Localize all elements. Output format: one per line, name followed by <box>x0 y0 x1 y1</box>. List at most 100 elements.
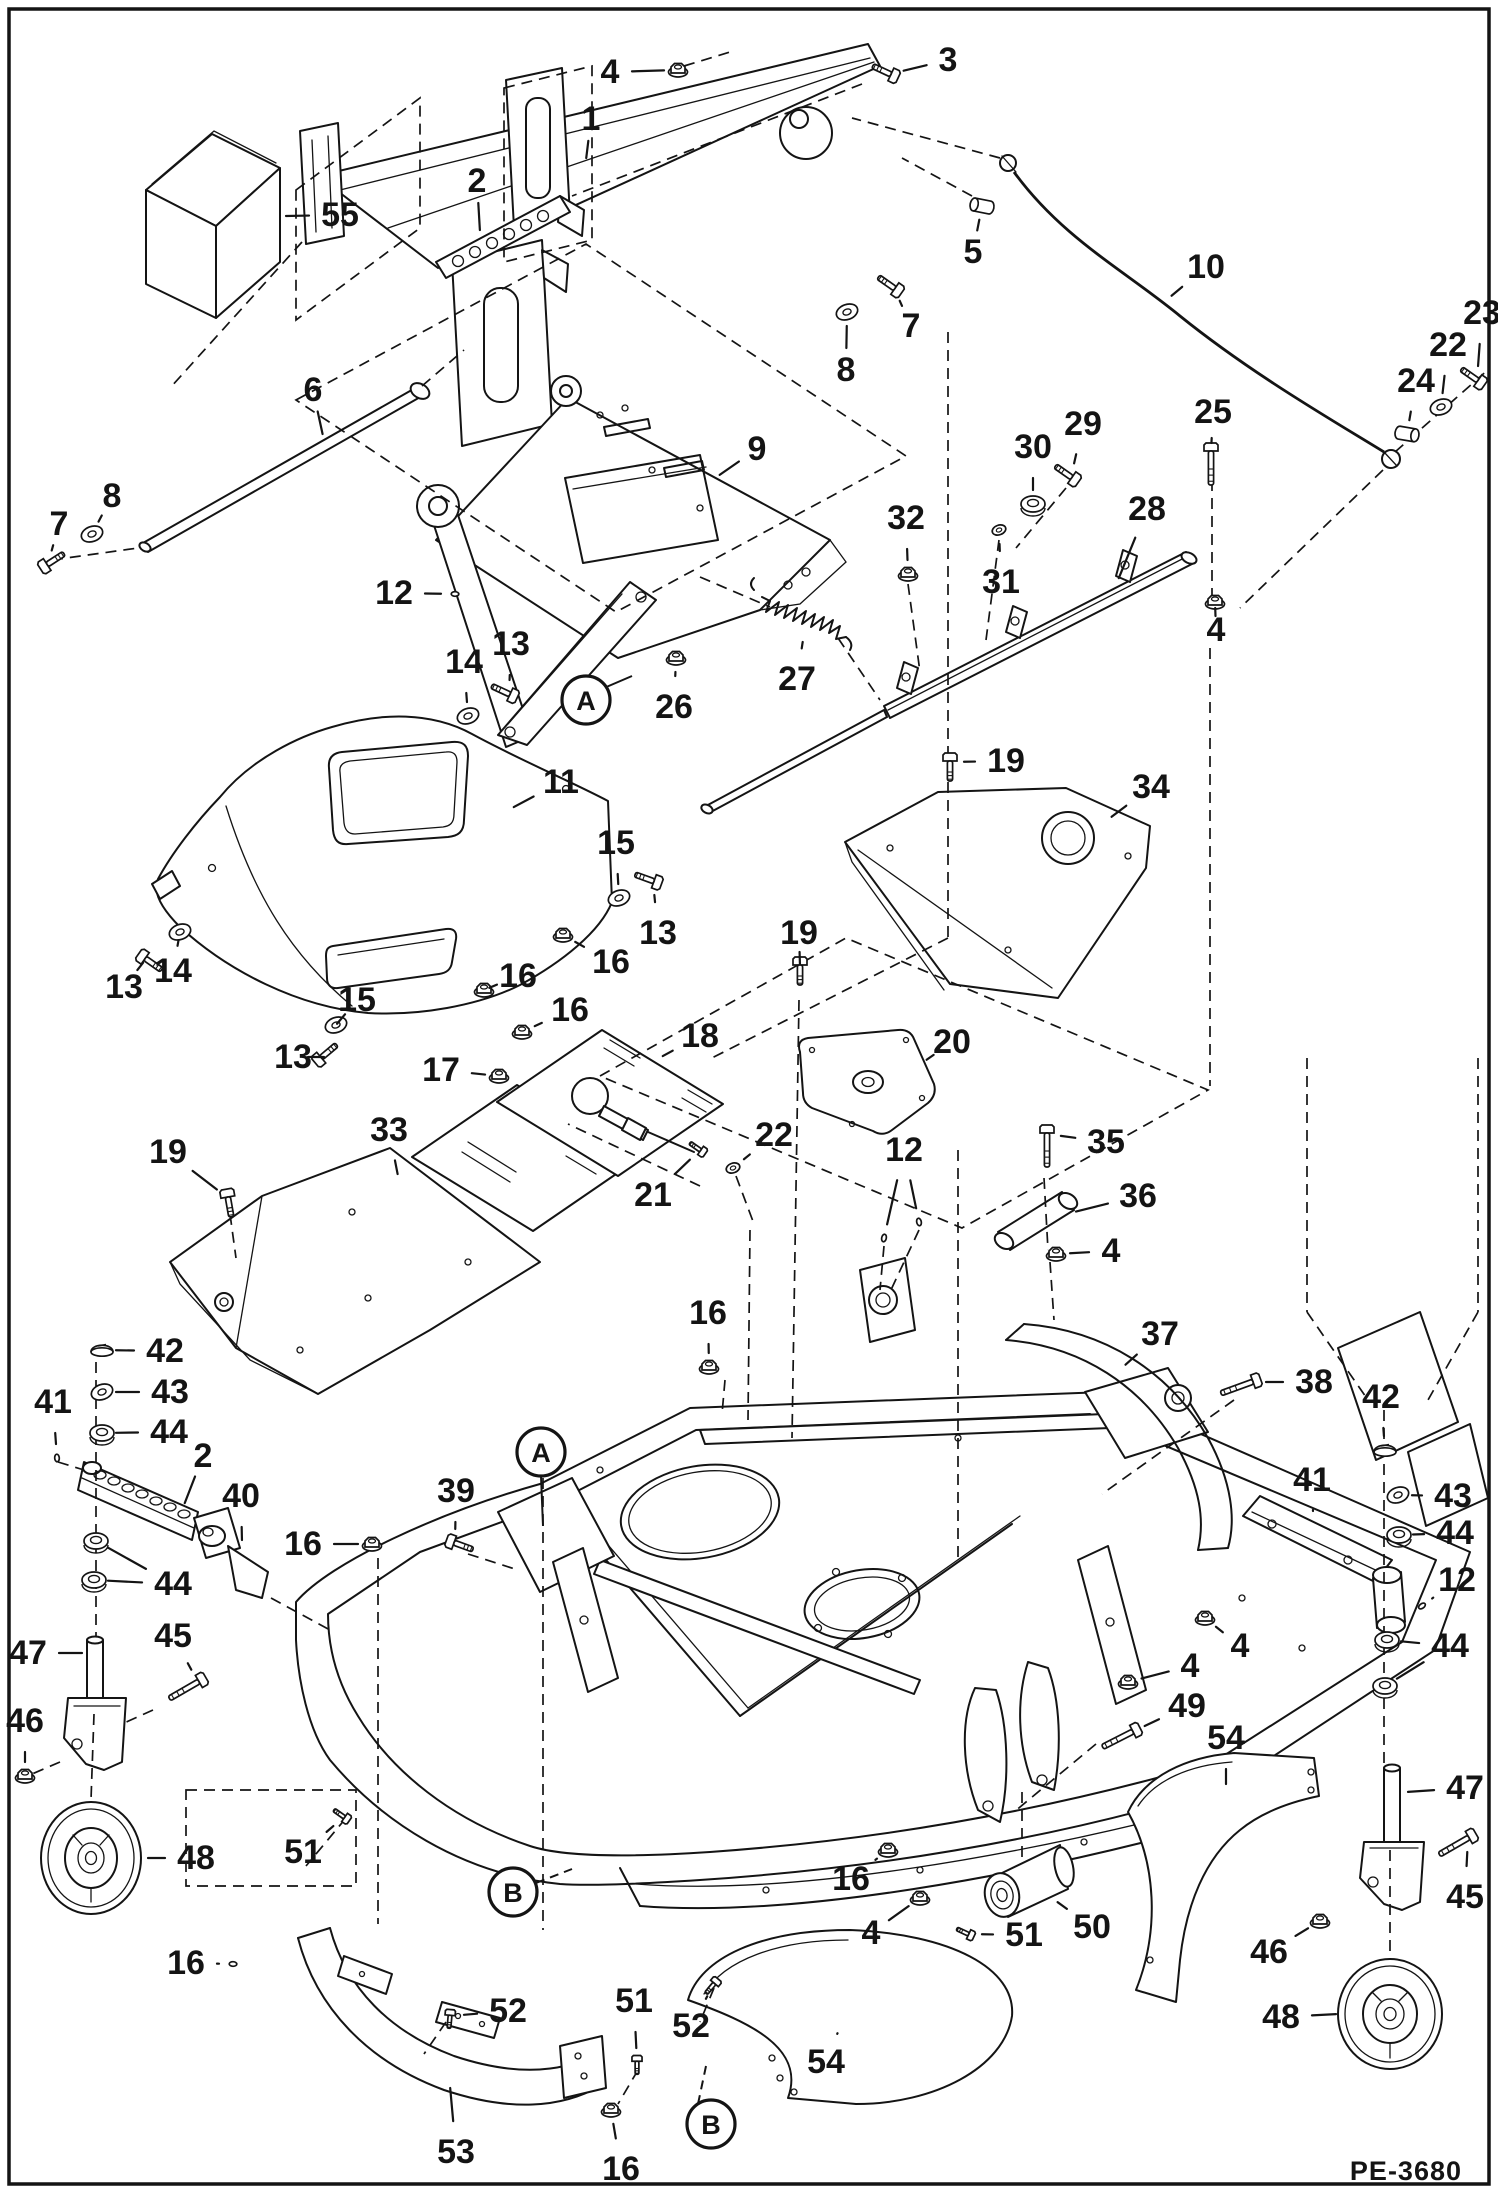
boltsmall-glyph <box>444 2008 457 2030</box>
callout-16: 16 <box>602 2122 640 2188</box>
callout-label-8: 8 <box>837 351 856 389</box>
callout-8: 8 <box>97 477 121 523</box>
callout-11: 11 <box>512 763 579 809</box>
callout-13: 13 <box>492 625 530 682</box>
callout-13: 13 <box>105 961 145 1006</box>
nut-glyph <box>473 982 495 998</box>
bolt-glyph <box>311 1042 339 1068</box>
callout-12: 12 <box>375 574 443 612</box>
callout-8: 8 <box>837 324 856 389</box>
diagram-border <box>7 7 1491 2186</box>
callout-15: 15 <box>597 824 635 886</box>
callout-label-30: 30 <box>1014 428 1052 466</box>
callout-label-24: 24 <box>1397 362 1435 400</box>
washer-glyph <box>80 525 104 543</box>
nut-glyph <box>1309 1913 1331 1929</box>
callout-53: 53 <box>437 2086 475 2171</box>
callout-51: 51 <box>615 1982 653 2050</box>
callout-label-27: 27 <box>778 660 816 698</box>
callout-label-47: 47 <box>1446 1769 1484 1807</box>
callout-label-4: 4 <box>1102 1232 1121 1270</box>
ref-letter-B: B <box>701 2110 721 2140</box>
callout-label-11: 11 <box>543 763 579 801</box>
callout-45: 45 <box>154 1617 193 1671</box>
callout-label-4: 4 <box>601 53 620 91</box>
callout-label-14: 14 <box>154 952 192 990</box>
callout-23: 23 <box>1463 294 1498 368</box>
part-spring-27 <box>750 577 853 651</box>
callout-label-16: 16 <box>832 1860 870 1898</box>
callout-28: 28 <box>1117 490 1166 580</box>
callout-label-16: 16 <box>592 943 630 981</box>
nut-glyph <box>1045 1246 1067 1262</box>
callout-48: 48 <box>1262 1998 1338 2036</box>
callout-label-33: 33 <box>370 1111 408 1149</box>
part-roller-50 <box>983 1844 1075 1918</box>
callout-19: 19 <box>962 742 1025 780</box>
callout-label-16: 16 <box>499 957 537 995</box>
callout-51: 51 <box>284 1824 335 1871</box>
callout-label-17: 17 <box>422 1051 460 1089</box>
callout-16: 16 <box>488 957 537 995</box>
callout-6: 6 <box>304 371 324 436</box>
boltlong-glyph <box>1438 1827 1480 1857</box>
callout-40: 40 <box>222 1477 260 1542</box>
bolt-glyph <box>876 274 906 299</box>
callout-label-4: 4 <box>1231 1627 1250 1665</box>
callout-label-4: 4 <box>1181 1647 1200 1685</box>
callout-20: 20 <box>925 1023 971 1061</box>
callout-label-32: 32 <box>887 499 925 537</box>
callout-4: 4 <box>601 53 666 91</box>
callout-label-14: 14 <box>445 643 483 681</box>
callout-label-41: 41 <box>34 1383 72 1421</box>
callout-label-4: 4 <box>1207 611 1226 649</box>
callout-label-13: 13 <box>492 625 530 663</box>
nut-glyph <box>552 927 574 943</box>
boltlong-glyph <box>1039 1124 1055 1168</box>
callout-43: 43 <box>1410 1477 1472 1515</box>
callout-52: 52 <box>462 1992 527 2030</box>
ref-circle-B: B <box>487 1866 573 1918</box>
callout-43: 43 <box>114 1373 189 1411</box>
part-cover-plate-18 <box>411 1029 724 1232</box>
callout-46: 46 <box>1250 1927 1310 1971</box>
callout-30: 30 <box>1014 428 1052 492</box>
callout-32: 32 <box>887 499 925 562</box>
callout-14: 14 <box>445 643 483 704</box>
part-caster-left-47 <box>63 1635 127 1771</box>
callout-44: 44 <box>114 1413 188 1451</box>
callout-label-7: 7 <box>902 307 921 345</box>
washer-glyph <box>835 303 859 321</box>
pin-glyph <box>450 590 460 598</box>
bushing-glyph <box>1386 1526 1412 1548</box>
nut-glyph <box>698 1359 720 1375</box>
part-caster-right-47 <box>1359 1763 1425 1911</box>
part-adjuster-strap-2-top <box>435 195 571 279</box>
callout-label-16: 16 <box>551 991 589 1029</box>
bushing-glyph <box>81 1571 107 1593</box>
callout-label-7: 7 <box>50 505 69 543</box>
nut-glyph <box>909 1890 931 1906</box>
part-wheel-right-48 <box>1337 1958 1443 2070</box>
callout-13: 13 <box>274 1038 326 1076</box>
callout-33: 33 <box>370 1111 408 1176</box>
ref-circle-A: A <box>560 674 633 726</box>
callout-label-13: 13 <box>274 1038 312 1076</box>
nut-glyph <box>1194 1610 1216 1626</box>
callout-label-19: 19 <box>780 914 818 952</box>
callout-7: 7 <box>50 505 69 552</box>
callout-label-43: 43 <box>1434 1477 1472 1515</box>
bolt-glyph <box>490 683 521 705</box>
callout-label-12: 12 <box>885 1131 923 1169</box>
washer-glyph <box>90 1383 114 1401</box>
ref-letter-A: A <box>576 686 596 716</box>
callout-label-46: 46 <box>6 1702 44 1740</box>
callout-50: 50 <box>1056 1901 1111 1946</box>
part-lift-rail-1 <box>299 43 881 269</box>
bushing-glyph <box>1374 1631 1400 1653</box>
callout-55: 55 <box>284 196 359 234</box>
washersm-glyph <box>725 1162 741 1174</box>
callout-4: 4 <box>1068 1232 1121 1270</box>
callout-17: 17 <box>422 1051 487 1089</box>
part-spring-plate-20 <box>798 1028 936 1135</box>
